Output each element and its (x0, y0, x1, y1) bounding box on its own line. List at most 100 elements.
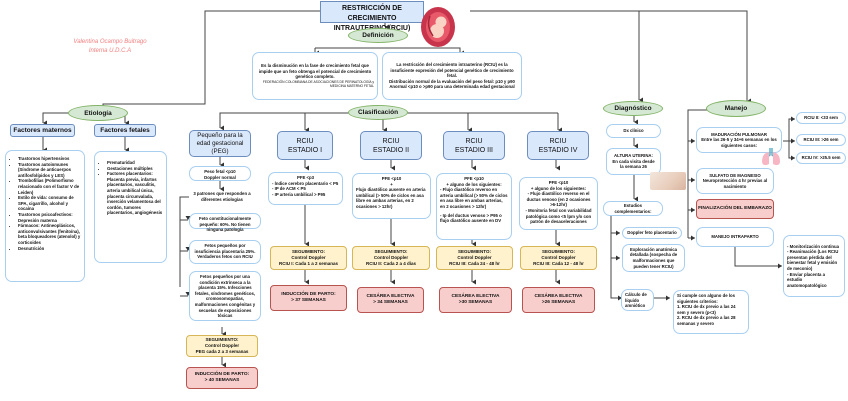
stage-1-criteria: PFE <p3 - Índice cerebro placentario < P… (268, 172, 343, 205)
criterio-line: Si cumple con alguno de los siguientes c… (677, 293, 736, 304)
factores-fetales-header: Factores fetales (94, 124, 156, 137)
stage-4-seguimiento: SEGUIMIENTO: Control Doppler RCIU III: C… (520, 246, 597, 270)
calculo-liquido-amniotico: Cálculo de líquido amniótico (621, 289, 654, 311)
list-item: Estilo de vida: consumo de SPA, cigarril… (18, 195, 81, 212)
peg-pattern-1: Feto constitucionalmente pequeño: 60%. N… (189, 213, 261, 232)
criterio-line: 2. RCIU de dx previo a las 28 semanas y … (677, 315, 736, 326)
stage-number: ESTADIO III (455, 146, 493, 154)
sulfato-magnesio: SULFATO DE MAGNESIO Neuroprotección 4 hr… (696, 168, 774, 194)
definicion-line: Distribución normal de la evaluación del… (389, 78, 515, 84)
seguimiento-line: Control Doppler (204, 343, 240, 348)
parto-line: >30 SEMANAS (458, 300, 493, 305)
stage-1-seguimiento: SEGUIMIENTO: Control Doppler RCIU I: Cad… (270, 246, 347, 270)
parto-line: INDUCCIÓN DE PARTO: (194, 371, 250, 377)
stage-2-header: RCIU ESTADIO II (360, 131, 422, 160)
peg-seguimiento: SEGUIMIENTO: Control Doppler PEG cada 2 … (186, 335, 258, 357)
seguimiento-line: SEGUIMIENTO: (205, 337, 239, 342)
doppler-feto-placentario: Doppler feto placentario (622, 227, 682, 239)
parto-line: CESÁREA ELECTIVA (366, 293, 415, 299)
etiologia-node: Etiología (68, 105, 128, 121)
seguimiento-line: PEG cada 2 a 3 semanas (195, 349, 249, 354)
finalizacion-embarazo: FINALIZACIÓN DEL EMBARAZO (696, 199, 774, 219)
parto-line: CESÁREA ELECTIVA (451, 293, 500, 299)
criterio-line: 1. RCIU de dx previo a las 24 sem y seve… (677, 304, 736, 315)
intraparto-item: - Reanimación (Los RCIU presentan pérdid… (787, 249, 839, 271)
definicion-text: Es la disminución en la fase de crecimie… (258, 63, 372, 80)
seguimiento-line: Control Doppler (541, 255, 576, 260)
seguimiento-line: Control Doppler (457, 255, 492, 260)
factores-fetales-list: Prematuridad Gestaciones múltiples Facto… (94, 151, 167, 263)
criteria-line: Peso fetal <p10 (204, 169, 236, 174)
criteria-line: - Ip del ductus venoso > P95 o flujo dia… (440, 212, 502, 224)
intraparto-item: - Monitorización continua (787, 243, 840, 249)
list-item: Factores placentarios: Placenta previa, … (107, 171, 163, 216)
parto-line: > 37 SEMANAS (291, 298, 326, 303)
criteria-line: - Monitoria fetal con variabilidad patol… (525, 207, 592, 225)
criteria-line: - IP de ACM < P5 (272, 186, 306, 192)
maduracion-case-1: RCIU II: <33 sem (796, 112, 846, 124)
criteria-line: + (390, 181, 393, 187)
author-role: Interna U.D.C.A (88, 48, 132, 54)
manejo-node: Manejo (706, 100, 766, 117)
list-item: Prematuridad (107, 160, 163, 166)
criteria-line: - Índice cerebro placentario < P5 (272, 180, 339, 186)
definicion-box-2: La restricción del crecimiento intrauter… (382, 52, 522, 100)
criteria-line: - Flujo diastólico reverso en el ductus … (526, 191, 591, 208)
peg-header: Pequeño para la edad gestacional (PEG) (189, 130, 251, 157)
list-item: Trastornos autoinmunes (Síndrome de anti… (18, 162, 81, 179)
peg-criteria: Peso fetal <p10 Doppler normal (189, 166, 251, 181)
stage-4-parto: CESÁREA ELECTIVA >26 SEMANAS (522, 287, 595, 313)
uterine-height-photo (650, 172, 686, 190)
sulfato-text: Neuroprotección 4 hr previas al nacimien… (702, 178, 768, 189)
fetus-icon (420, 6, 456, 48)
intraparto-details: - Monitorización continua - Reanimación … (783, 235, 845, 297)
maduracion-case-2: RCIU III: >26 sem (796, 134, 846, 146)
stage-number: ESTADIO I (287, 146, 323, 154)
stage-label: RCIU (296, 137, 314, 145)
peg-patterns-intro: 3 patrones que responden a diferentes et… (193, 191, 251, 202)
main-title: RESTRICCIÓN DE CRECIMIENTO INTRAUTERINO … (320, 1, 424, 32)
parto-line: INDUCCIÓN DE PARTO: (281, 291, 336, 297)
stage-3-parto: CESÁREA ELECTIVA >30 SEMANAS (439, 287, 512, 313)
criteria-line: PFE <p10 (381, 176, 402, 181)
seguimiento-line: SEGUIMIENTO: (542, 249, 575, 254)
criteria-line: - Flujo diastólico reverso en arteria um… (440, 187, 508, 209)
stage-2-parto: CESÁREA ELECTIVA > 34 SEMANAS (357, 287, 424, 313)
intraparto-item: - Enviar placenta a estudio anatomopatol… (787, 271, 827, 288)
definicion-line: La restricción del crecimiento intrauter… (390, 62, 514, 79)
altura-uterina: ALTURA UTERINA: En cada visita desde la … (606, 148, 661, 175)
seguimiento-line: Control Doppler (291, 255, 326, 260)
criteria-line: PFE <p10 (548, 180, 569, 185)
criteria-line: Flujo diastólico ausente en arteria umbi… (356, 187, 426, 209)
altura-text: En cada visita desde la semana 26 (612, 158, 655, 170)
parto-line: > 34 SEMANAS (373, 300, 408, 305)
factores-maternos-header: Factores maternos (10, 124, 75, 137)
lungs-icon (760, 146, 782, 168)
list-item: Fármacos: Antineoplásicos, anticonvulsiv… (18, 223, 81, 245)
stage-label: RCIU (382, 137, 400, 145)
criterios-maduracion: Si cumple con alguno de los siguientes c… (673, 290, 749, 334)
criteria-line: + alguno de los siguientes: (446, 181, 502, 187)
stage-2-criteria: PFE <p10 + Flujo diastólico ausente en a… (352, 173, 431, 219)
list-item: Gestaciones múltiples (107, 166, 163, 172)
definicion-box-1: Es la disminución en la fase de crecimie… (252, 52, 378, 100)
stage-number: ESTADIO IV (538, 146, 578, 154)
seguimiento-line: SEGUIMIENTO: (374, 249, 408, 254)
parto-line: CESÁREA ELECTIVA (534, 293, 583, 299)
dx-clinico: Dx clínico (606, 124, 661, 138)
diagnostico-node: Diagnóstico (603, 101, 663, 116)
seguimiento-line: RCIU II: Cada 2 a 4 días (365, 261, 417, 266)
seguimiento-line: RCIU III: Cada 12 - 48 hr (533, 261, 584, 266)
peg-pattern-3: Fetos pequeños por una condición extríns… (189, 271, 261, 321)
parto-line: >26 SEMANAS (541, 300, 576, 305)
criteria-line: + alguno de los siguientes: (530, 185, 587, 191)
exploracion-anatomica: Exploración anatómica detallada (sospech… (622, 244, 685, 272)
clasificacion-node: Clasificación (348, 105, 408, 120)
list-item: Trastornos hipertensivos (18, 156, 81, 162)
altura-title: ALTURA UTERINA: (614, 153, 653, 159)
seguimiento-line: SEGUIMIENTO: (292, 249, 325, 254)
stage-label: RCIU (549, 137, 567, 145)
parto-line: > 40 SEMANAS (204, 378, 240, 383)
stage-1-parto: INDUCCIÓN DE PARTO: > 37 SEMANAS (270, 285, 347, 311)
criteria-line: PFE <p10 (464, 176, 484, 181)
